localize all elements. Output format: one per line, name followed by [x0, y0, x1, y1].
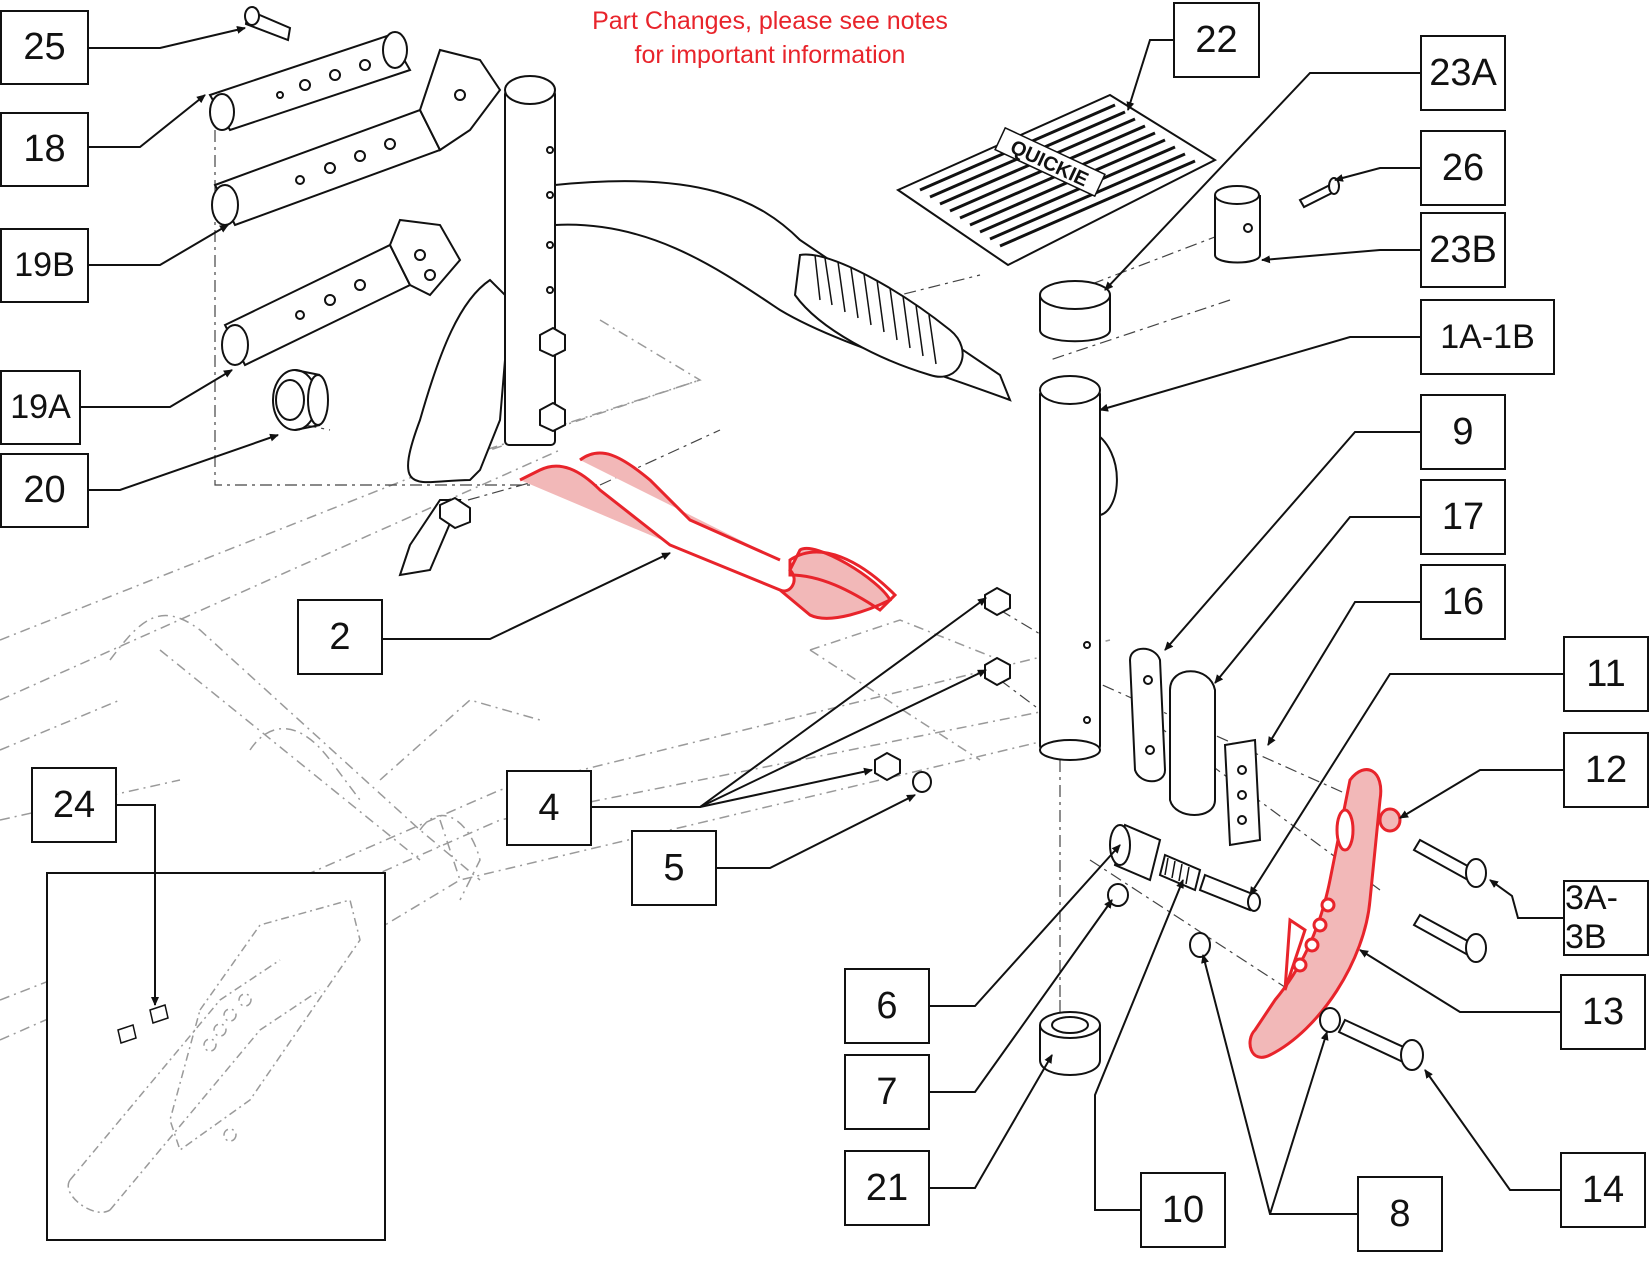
part-10-spring	[1158, 853, 1202, 892]
callout-20[interactable]: 20	[0, 453, 89, 528]
part-14-screw	[1337, 1018, 1424, 1071]
callout-16[interactable]: 16	[1420, 564, 1506, 640]
callout-21[interactable]: 21	[844, 1150, 930, 1226]
part-17-bracket	[1169, 670, 1216, 816]
callout-2[interactable]: 2	[297, 599, 383, 675]
callout-12[interactable]: 12	[1563, 732, 1649, 808]
callout-19a[interactable]: 19A	[0, 370, 81, 445]
part-change-notice: Part Changes, please see notes for impor…	[520, 4, 1020, 72]
leader-lines	[81, 25, 1563, 1215]
callout-18[interactable]: 18	[0, 112, 89, 187]
part-16-block	[1223, 738, 1262, 847]
callout-22[interactable]: 22	[1173, 2, 1260, 78]
callout-6[interactable]: 6	[844, 968, 930, 1044]
callout-24[interactable]: 24	[31, 767, 117, 843]
part-19b-tube	[211, 48, 502, 227]
part-19a-tube	[221, 218, 462, 367]
part-5-washer	[912, 771, 932, 793]
callout-26[interactable]: 26	[1420, 130, 1506, 206]
part-26-screw	[1298, 177, 1340, 209]
part-20-bushing	[272, 369, 329, 431]
notice-line-2: for important information	[634, 41, 906, 69]
part-4-nuts	[874, 586, 1011, 782]
callout-5[interactable]: 5	[631, 830, 717, 906]
callout-25[interactable]: 25	[0, 10, 89, 85]
part-13-plate	[1248, 768, 1383, 1059]
part-22-footplate: QUICKIE	[895, 93, 1218, 267]
part-23b-sleeve	[1214, 185, 1261, 264]
callout-8[interactable]: 8	[1357, 1176, 1443, 1252]
part-25-pin	[244, 6, 292, 42]
callout-7[interactable]: 7	[844, 1054, 930, 1130]
callout-4[interactable]: 4	[506, 770, 592, 846]
callout-10[interactable]: 10	[1140, 1172, 1226, 1248]
assembly-lines	[214, 105, 1381, 1070]
part-11-pin	[1198, 873, 1261, 912]
detail-inset	[46, 872, 386, 1241]
callout-23a[interactable]: 23A	[1420, 35, 1506, 111]
part-18-tube	[208, 31, 412, 132]
part-6-bushing	[1109, 823, 1162, 882]
callout-23b[interactable]: 23B	[1420, 212, 1506, 288]
callout-11[interactable]: 11	[1563, 636, 1649, 712]
notice-line-1: Part Changes, please see notes	[592, 7, 948, 35]
part-3a-3b-screws	[1412, 838, 1487, 963]
callout-13[interactable]: 13	[1560, 974, 1646, 1050]
callout-17[interactable]: 17	[1420, 479, 1506, 555]
part-7-washer	[1107, 883, 1129, 907]
part-2-strap	[519, 451, 898, 620]
callout-9[interactable]: 9	[1420, 394, 1506, 470]
part-12-spacer	[1378, 807, 1402, 833]
part-8-washers	[1189, 932, 1341, 1033]
main-cross-tube	[554, 180, 1012, 402]
part-9-bracket	[1128, 647, 1167, 783]
part-1a-1b-post	[1039, 375, 1118, 761]
callout-19b[interactable]: 19B	[0, 228, 89, 303]
callout-3a-3b[interactable]: 3A-3B	[1563, 879, 1649, 956]
callout-14[interactable]: 14	[1560, 1152, 1646, 1228]
left-hanger-post	[398, 75, 566, 577]
callout-1a-1b[interactable]: 1A-1B	[1420, 299, 1555, 375]
part-23a-cap	[1039, 280, 1111, 343]
part-21-bushing	[1039, 1011, 1101, 1076]
